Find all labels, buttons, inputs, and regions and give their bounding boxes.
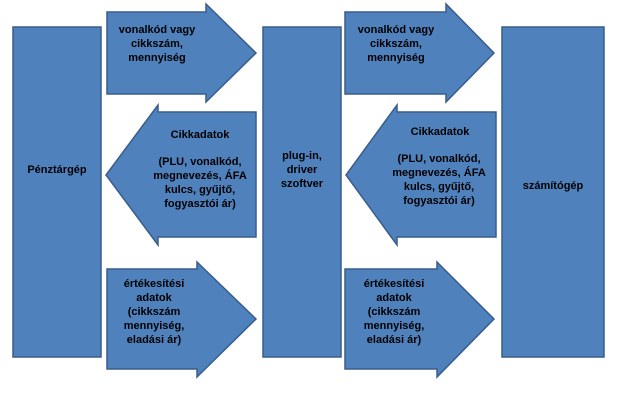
label-right-middle-title: Cikkadatok (410, 126, 470, 138)
label-penztargep: Pénztárgép (27, 164, 87, 176)
arrow-left-middle (105, 102, 257, 248)
box-penztargep (12, 26, 102, 358)
label-szamitogep: számítógép (522, 180, 584, 192)
label-right-bottom: értékesítési adatok (cikkszám mennyiség,… (363, 278, 425, 346)
label-right-middle-body: (PLU, vonalkód, megnevezés, ÁFA kulcs, g… (392, 153, 486, 207)
arrow-right-top (344, 2, 496, 104)
label-left-bottom: értékesítési adatok (cikkszám mennyiség,… (123, 278, 185, 346)
arrow-right-bottom (344, 260, 496, 379)
label-left-middle-title: Cikkadatok (170, 129, 230, 141)
label-plugin-driver: plug-in, driver szoftver (280, 150, 324, 190)
arrow-right-middle (345, 102, 497, 248)
arrow-left-top (106, 2, 258, 104)
arrow-left-bottom (106, 260, 258, 379)
box-szamitogep (501, 26, 605, 358)
label-right-top: vonalkód vagy cikkszám, mennyiség (357, 24, 435, 64)
label-left-middle-body: (PLU, vonalkód, megnevezés, ÁFA kulcs, g… (153, 156, 247, 210)
label-left-top: vonalkód vagy cikkszám, mennyiség (118, 24, 196, 64)
box-plugin-driver (262, 26, 342, 358)
